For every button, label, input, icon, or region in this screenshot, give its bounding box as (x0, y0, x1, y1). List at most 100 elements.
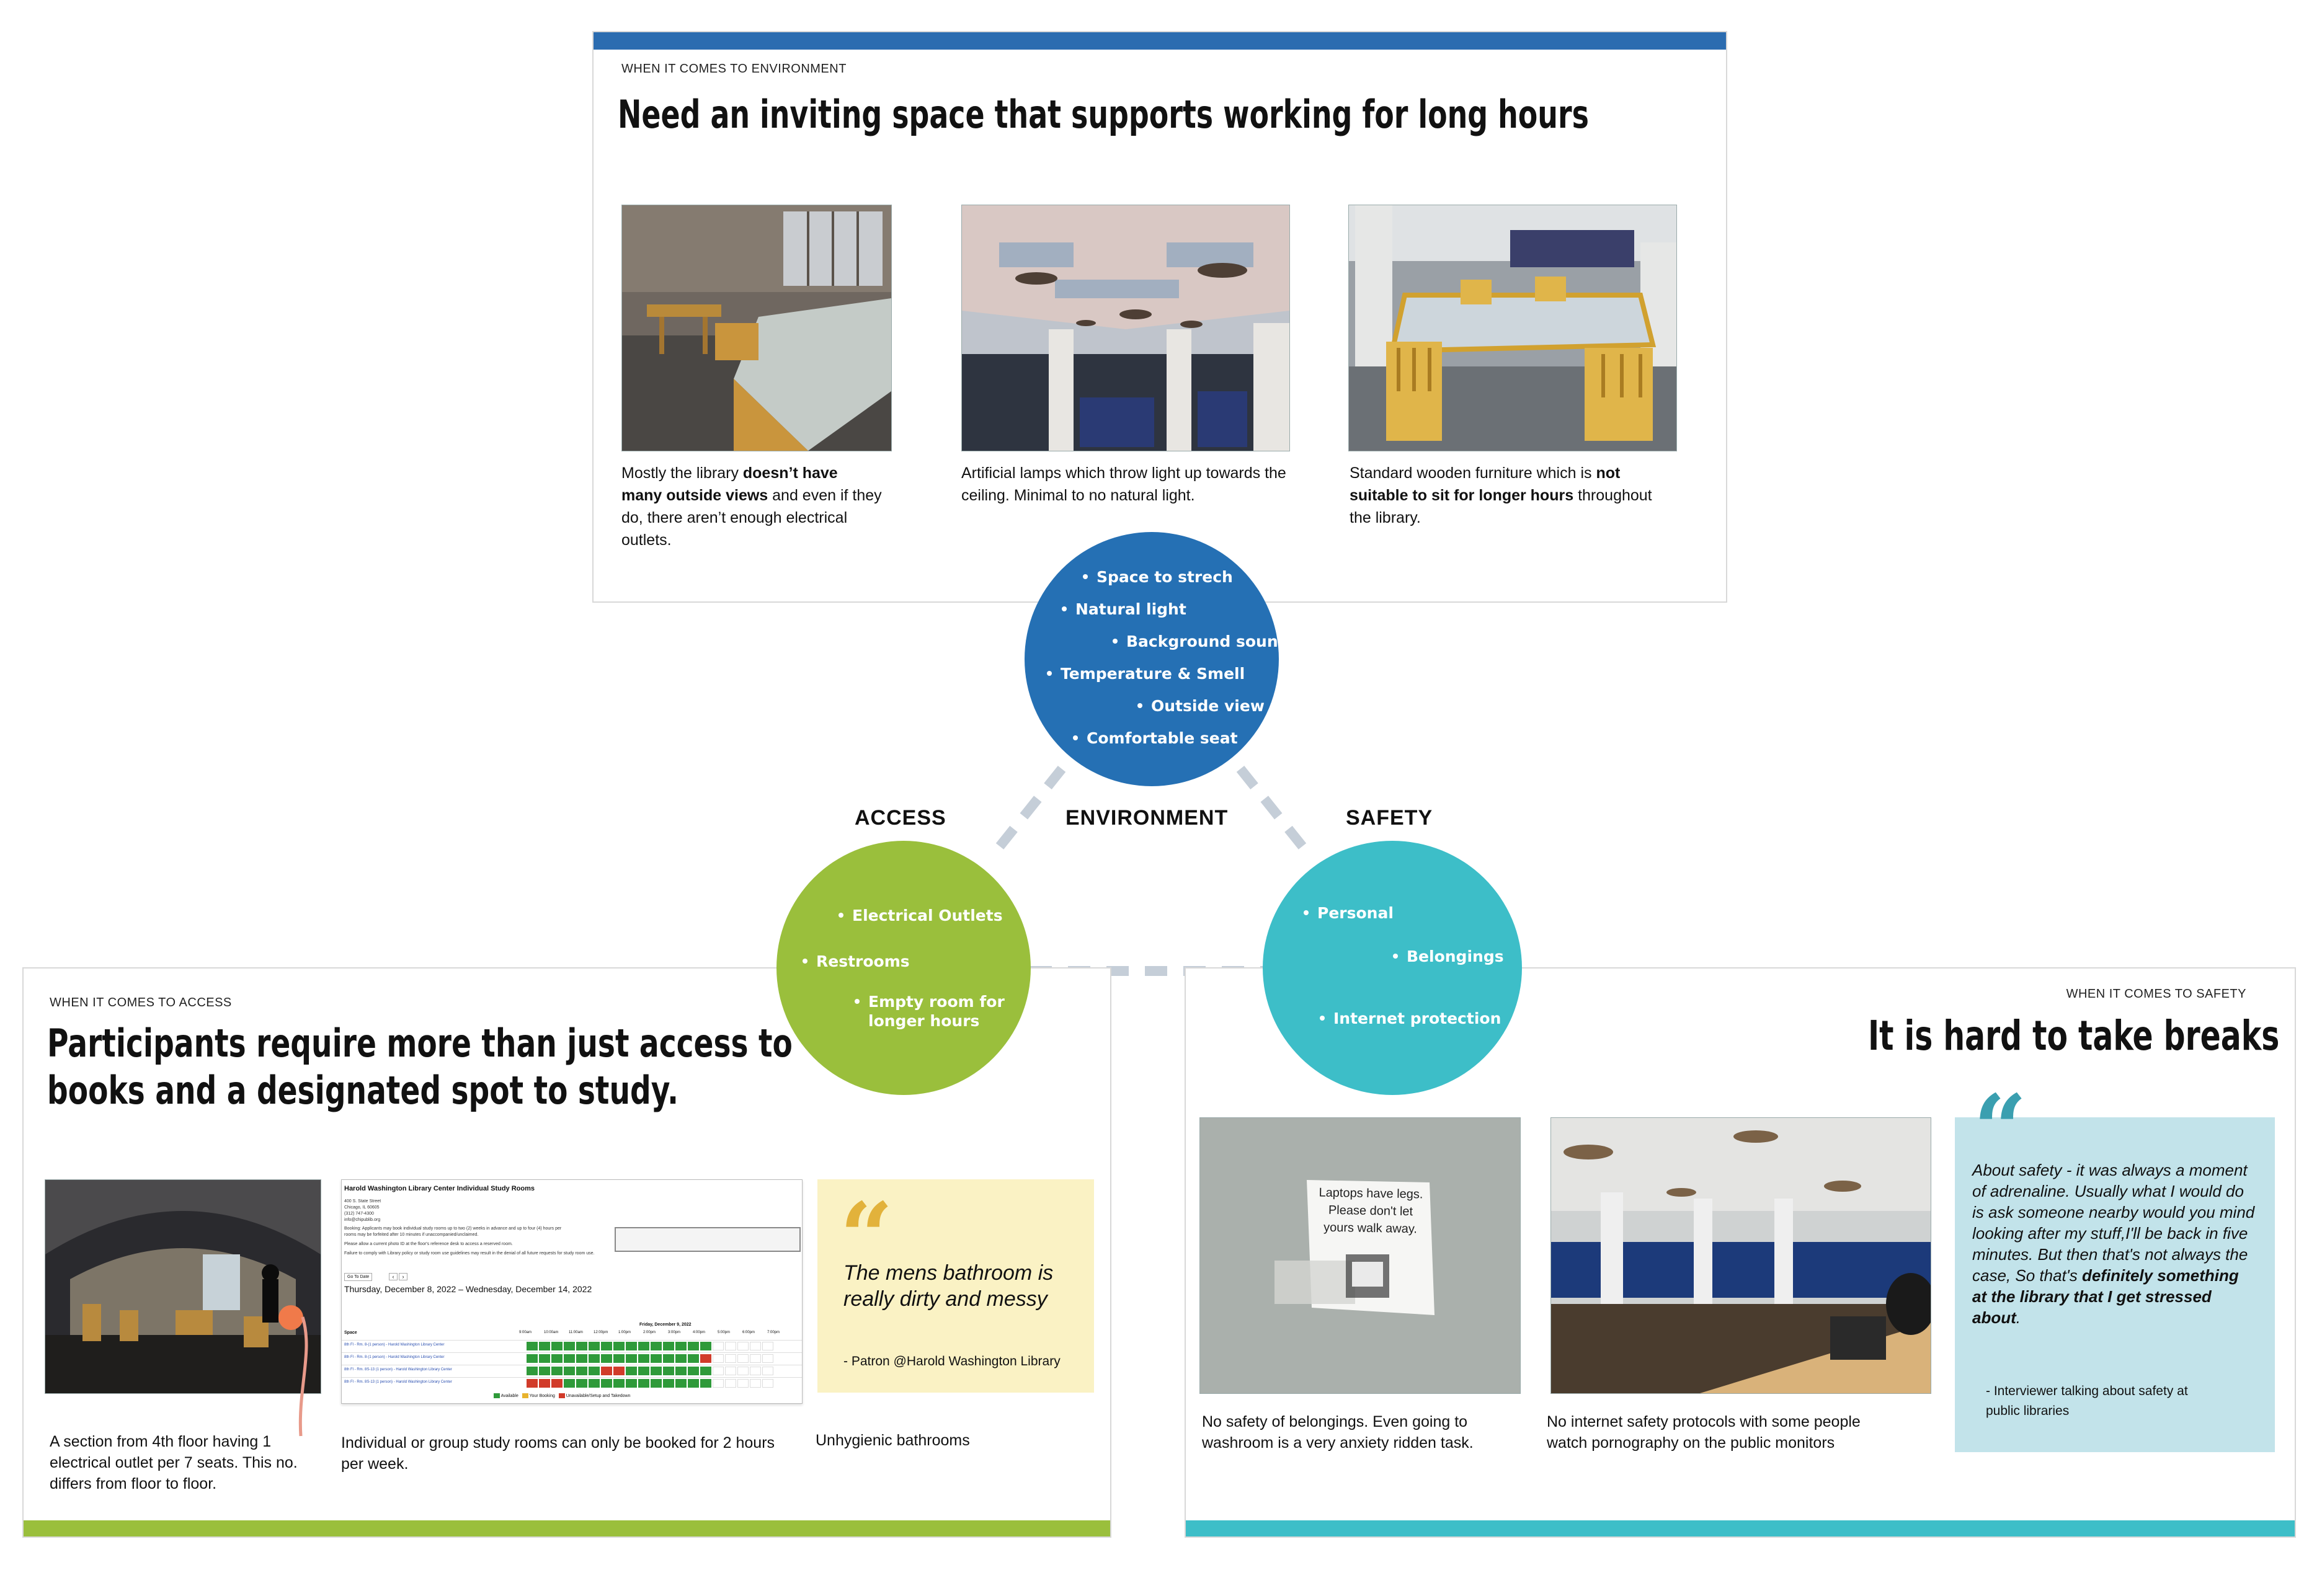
slot-cell[interactable] (663, 1379, 674, 1388)
slot-cell[interactable] (638, 1367, 649, 1375)
room-row[interactable]: 8th Fl - Rm. 8-(1 person) - Harold Washi… (342, 1340, 802, 1352)
room-row[interactable]: 8th Fl - Rm. 8S-13 (1 person) - Harold W… (342, 1365, 802, 1377)
slot-cell[interactable] (675, 1354, 687, 1363)
slot-cell[interactable] (576, 1354, 587, 1363)
slot-cell[interactable] (700, 1342, 711, 1350)
slot-cell[interactable] (762, 1342, 773, 1350)
slot-cell[interactable] (675, 1379, 687, 1388)
slot-cell[interactable] (688, 1367, 699, 1375)
slot-cell[interactable] (613, 1367, 625, 1375)
room-name[interactable]: 8th Fl - Rm. 8-(1 person) - Harold Washi… (344, 1343, 445, 1347)
slot-cell[interactable] (725, 1342, 736, 1350)
room-row[interactable]: 8th Fl - Rm. 8-(1 person) - Harold Washi… (342, 1352, 802, 1364)
slot-cell[interactable] (663, 1342, 674, 1350)
slot-cell[interactable] (675, 1367, 687, 1375)
slot-cell[interactable] (675, 1342, 687, 1350)
access-label: ACCESS (855, 806, 946, 830)
slot-cell[interactable] (576, 1342, 587, 1350)
slot-cell[interactable] (564, 1354, 575, 1363)
slot-cell[interactable] (750, 1354, 761, 1363)
slot-cell[interactable] (700, 1379, 711, 1388)
slot-cell[interactable] (589, 1379, 600, 1388)
slot-cell[interactable] (737, 1367, 749, 1375)
slot-cell[interactable] (725, 1354, 736, 1363)
slot-cell[interactable] (539, 1342, 550, 1350)
slot-cell[interactable] (539, 1354, 550, 1363)
slot-cell[interactable] (750, 1379, 761, 1388)
slot-cell[interactable] (613, 1342, 625, 1350)
slot-cell[interactable] (651, 1354, 662, 1363)
slot-cell[interactable] (551, 1367, 563, 1375)
slot-cell[interactable] (750, 1342, 761, 1350)
slot-cell[interactable] (737, 1354, 749, 1363)
slot-cell[interactable] (651, 1379, 662, 1388)
environment-item: Temperature & Smell (1047, 665, 1245, 683)
slot-cell[interactable] (688, 1354, 699, 1363)
slot-cell[interactable] (713, 1379, 724, 1388)
slot-cell[interactable] (762, 1367, 773, 1375)
room-name[interactable]: 8th Fl - Rm. 8S-13 (1 person) - Harold W… (344, 1368, 452, 1372)
slot-cell[interactable] (601, 1367, 612, 1375)
slot-cell[interactable] (626, 1367, 637, 1375)
slot-cell[interactable] (713, 1367, 724, 1375)
slot-cell[interactable] (601, 1379, 612, 1388)
room-name[interactable]: 8th Fl - Rm. 8S-13 (1 person) - Harold W… (344, 1380, 452, 1384)
slot-cell[interactable] (527, 1379, 538, 1388)
go-to-date-button[interactable]: Go To Date (344, 1273, 373, 1281)
item-label: Temperature & Smell (1061, 665, 1245, 683)
slot-cell[interactable] (589, 1354, 600, 1363)
public-computers-photo (1550, 1117, 1931, 1394)
prev-arrow-button[interactable]: ‹ (389, 1273, 398, 1280)
slot-cell[interactable] (663, 1367, 674, 1375)
slot-cell[interactable] (638, 1342, 649, 1350)
booking-caption: Individual or group study rooms can only… (341, 1434, 775, 1473)
slot-cell[interactable] (651, 1342, 662, 1350)
slot-cell[interactable] (750, 1367, 761, 1375)
slot-cell[interactable] (688, 1379, 699, 1388)
room-name[interactable]: 8th Fl - Rm. 8-(1 person) - Harold Washi… (344, 1355, 445, 1359)
slot-cell[interactable] (651, 1367, 662, 1375)
slot-cell[interactable] (564, 1367, 575, 1375)
slot-cell[interactable] (713, 1342, 724, 1350)
slot-cell[interactable] (551, 1342, 563, 1350)
slot-cell[interactable] (551, 1354, 563, 1363)
slot-cell[interactable] (564, 1342, 575, 1350)
slot-cell[interactable] (737, 1379, 749, 1388)
slot-cell[interactable] (527, 1367, 538, 1375)
slot-cell[interactable] (613, 1379, 625, 1388)
slot-cell[interactable] (589, 1342, 600, 1350)
slot-cell[interactable] (737, 1342, 749, 1350)
slot-cell[interactable] (539, 1367, 550, 1375)
environment-item: Outside view (1137, 697, 1265, 715)
next-arrow-button[interactable]: › (399, 1273, 407, 1280)
slot-cell[interactable] (576, 1367, 587, 1375)
safety-circle (1263, 841, 1522, 1095)
slot-cell[interactable] (601, 1342, 612, 1350)
slot-cell[interactable] (725, 1379, 736, 1388)
slot-cell[interactable] (601, 1354, 612, 1363)
slot-cell[interactable] (626, 1379, 637, 1388)
slot-cell[interactable] (564, 1379, 575, 1388)
slot-cell[interactable] (638, 1354, 649, 1363)
slot-cell[interactable] (613, 1354, 625, 1363)
slot-cell[interactable] (626, 1354, 637, 1363)
slot-cell[interactable] (638, 1379, 649, 1388)
slot-cell[interactable] (576, 1379, 587, 1388)
room-row[interactable]: 8th Fl - Rm. 8S-13 (1 person) - Harold W… (342, 1377, 802, 1389)
slot-cell[interactable] (762, 1354, 773, 1363)
slot-cell[interactable] (527, 1354, 538, 1363)
time-slot-label: 4:00pm (693, 1331, 706, 1334)
slot-cell[interactable] (700, 1354, 711, 1363)
slot-cell[interactable] (589, 1367, 600, 1375)
slot-cell[interactable] (700, 1367, 711, 1375)
slot-cell[interactable] (713, 1354, 724, 1363)
slot-cell[interactable] (663, 1354, 674, 1363)
slot-cell[interactable] (539, 1379, 550, 1388)
slot-cell[interactable] (626, 1342, 637, 1350)
slot-cell[interactable] (688, 1342, 699, 1350)
slot-cell[interactable] (527, 1342, 538, 1350)
slot-cell[interactable] (725, 1367, 736, 1375)
slot-cell[interactable] (762, 1379, 773, 1388)
slot-cell[interactable] (551, 1379, 563, 1388)
